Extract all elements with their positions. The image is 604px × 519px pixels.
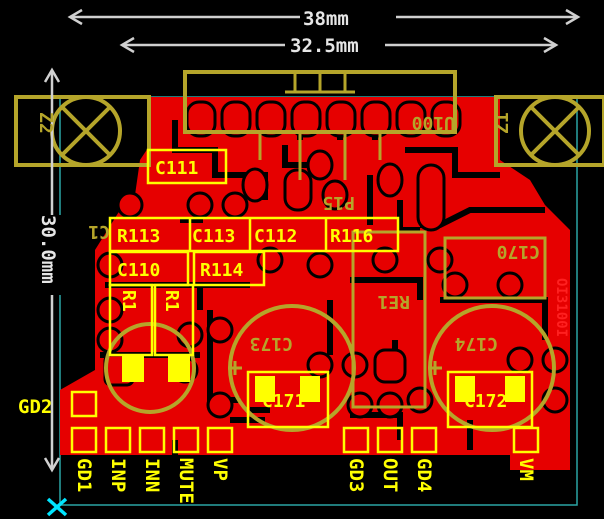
label-p15-mirrored: P15 [322,192,355,213]
label-c174-mirrored: C174 [454,333,498,354]
origin-marker-icon [46,497,68,517]
smd-pads [122,356,525,402]
connector-pins [70,390,540,454]
width-dimension-label: 38mm [303,8,349,30]
label-c112: C112 [254,226,297,247]
pin-label-out: OUT [379,458,401,492]
label-u100-mirrored: U100 [412,112,455,133]
inner-width-dimension-label: 32.5mm [290,35,359,57]
label-c113: C113 [192,226,235,247]
label-r1-right: R1 [161,290,182,312]
pin-label-vm: VM [515,458,537,481]
dim-label-bg [300,6,396,32]
pin-label-mute: MUTE [175,458,197,504]
height-dimension-label: 30.0mm [37,215,59,284]
through-hole-pads [96,100,569,419]
label-r114: R114 [200,260,244,281]
pin-label-gd4: GD4 [413,458,435,492]
label-r113: R113 [117,226,160,247]
pin-label-gd3: GD3 [345,458,367,492]
label-z1-mirrored: Z1 [492,112,513,134]
label-r116: R116 [330,226,373,247]
label-c110: C110 [117,260,160,281]
label-c173-mirrored: C173 [250,333,293,354]
label-c1-mirrored: C1 [88,221,110,242]
dim-label-bg-3 [40,215,66,295]
label-c171: C171 [262,391,305,412]
pin-label-inp: INP [107,458,129,492]
pin-label-gd2: GD2 [18,396,52,418]
label-r1-left: R1 [118,290,139,312]
dim-label-bg-2 [285,34,385,58]
silkscreen-layer [14,70,604,432]
board-code-label: OI3100I [553,278,569,337]
label-c111: C111 [155,158,198,179]
pin-label-gd1: GD1 [73,458,95,492]
label-z2-mirrored: Z2 [35,112,56,134]
pin-label-inn: INN [141,458,163,492]
pin-label-vp: VP [209,458,231,481]
label-c172: C172 [464,391,507,412]
component-outlines [108,148,534,429]
label-c170-mirrored: C170 [497,241,540,262]
label-re1-mirrored: RE1 [377,291,410,312]
